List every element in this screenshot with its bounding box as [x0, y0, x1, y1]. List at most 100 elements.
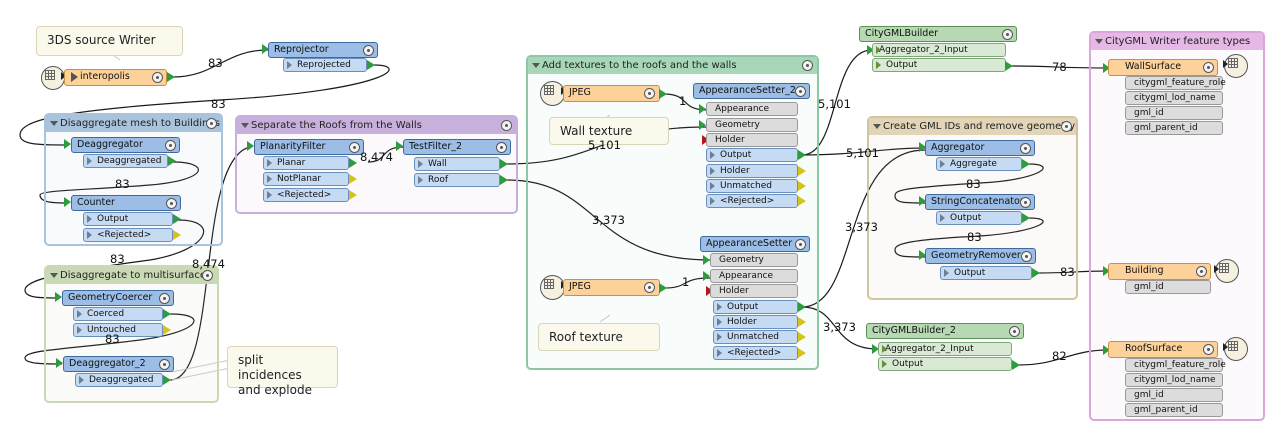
gear-icon[interactable] [802, 60, 813, 71]
annotation-roof-texture[interactable]: Roof texture [538, 323, 660, 351]
port-geometry[interactable]: Geometry [706, 118, 798, 132]
output-port-icon[interactable] [163, 309, 171, 319]
input-port-icon[interactable] [703, 271, 710, 281]
holder-input-port-icon[interactable] [706, 286, 713, 296]
holder-port-icon[interactable] [798, 166, 806, 176]
output-port-icon[interactable] [1032, 268, 1040, 278]
feature-type-building[interactable]: Building [1108, 263, 1211, 280]
output-port-icon[interactable] [163, 375, 171, 385]
transformer-aggregator[interactable]: Aggregator [925, 140, 1035, 156]
output-port-icon[interactable] [173, 214, 181, 224]
attr-gml-id[interactable]: gml_id [1125, 388, 1223, 402]
gear-icon[interactable] [1020, 143, 1031, 154]
input-port-icon[interactable] [262, 44, 269, 54]
output-port-icon[interactable] [349, 158, 357, 168]
output-port-icon[interactable] [1022, 159, 1030, 169]
notplanar-port-icon[interactable] [349, 174, 357, 184]
gear-icon[interactable] [165, 140, 176, 151]
attr-citygml-feature-role[interactable]: citygml_feature_role [1125, 358, 1226, 372]
port-wall[interactable]: Wall [414, 157, 500, 171]
gear-icon[interactable] [644, 282, 655, 293]
transformer-reprojector[interactable]: Reprojector [268, 42, 378, 58]
feature-type-roofsurface[interactable]: RoofSurface [1108, 341, 1218, 358]
port-holder[interactable]: Holder [710, 284, 798, 298]
input-port-icon[interactable] [703, 255, 710, 265]
port-holder-out[interactable]: Holder [706, 164, 798, 178]
port-output[interactable]: Output [936, 211, 1022, 225]
output-port-icon[interactable] [1005, 61, 1013, 71]
gear-icon[interactable] [1020, 197, 1031, 208]
annotation-wall-texture[interactable]: Wall texture [549, 117, 669, 145]
holder-input-port-icon[interactable] [702, 135, 709, 145]
gear-icon[interactable] [349, 142, 360, 153]
gear-icon[interactable] [166, 198, 177, 209]
port-rejected[interactable]: <Rejected> [263, 188, 349, 202]
attr-gml-id[interactable]: gml_id [1125, 280, 1211, 294]
port-aggregate[interactable]: Aggregate [936, 157, 1022, 171]
reader-interopolis[interactable]: interopolis [64, 69, 167, 86]
input-port-icon[interactable] [699, 120, 706, 130]
input-port-icon[interactable] [919, 250, 926, 260]
input-port-icon[interactable] [396, 141, 403, 151]
input-port-icon[interactable] [1103, 345, 1110, 355]
port-aggregator-2-input[interactable]: Aggregator_2_Input [878, 342, 1012, 356]
transformer-citygml-builder[interactable]: CityGMLBuilder [859, 26, 1017, 42]
input-port-icon[interactable] [867, 45, 874, 55]
transformer-geometry-remover[interactable]: GeometryRemover [925, 248, 1036, 264]
gear-icon[interactable] [363, 45, 374, 56]
input-port-icon[interactable] [247, 141, 254, 151]
port-roof[interactable]: Roof [414, 173, 500, 187]
port-rejected[interactable]: <Rejected> [706, 194, 798, 208]
attr-gml-parent-id[interactable]: gml_parent_id [1125, 121, 1223, 135]
unmatched-port-icon[interactable] [798, 181, 806, 191]
port-output[interactable]: Output [83, 212, 173, 226]
transformer-counter[interactable]: Counter [71, 195, 181, 211]
unmatched-port-icon[interactable] [798, 332, 806, 342]
gear-icon[interactable] [496, 142, 507, 153]
rejected-port-icon[interactable] [349, 190, 357, 200]
port-deaggregated[interactable]: Deaggregated [83, 154, 168, 168]
feature-type-wallsurface[interactable]: WallSurface [1108, 59, 1218, 76]
port-reprojected[interactable]: Reprojected [283, 58, 367, 72]
input-port-icon[interactable] [56, 358, 63, 368]
transformer-string-concatenator[interactable]: StringConcatenator [925, 194, 1035, 210]
transformer-test-filter-2[interactable]: TestFilter_2 [403, 139, 511, 155]
gear-icon[interactable] [501, 120, 512, 131]
gear-icon[interactable] [1196, 266, 1207, 277]
gear-icon[interactable] [1203, 344, 1214, 355]
transformer-appearance-setter-2[interactable]: AppearanceSetter_2 [693, 83, 810, 99]
transformer-planarity-filter[interactable]: PlanarityFilter [254, 139, 364, 155]
output-port-icon[interactable] [798, 302, 806, 312]
port-rejected[interactable]: <Rejected> [713, 346, 798, 360]
output-port-icon[interactable] [1012, 360, 1020, 370]
port-coerced[interactable]: Coerced [73, 307, 163, 321]
port-appearance[interactable]: Appearance [710, 269, 798, 283]
gear-icon[interactable] [1061, 121, 1072, 132]
untouched-port-icon[interactable] [163, 325, 171, 335]
annotation-source-writer[interactable]: 3DS source Writer [36, 26, 183, 56]
reader-jpeg-roof[interactable]: JPEG [563, 279, 660, 296]
gear-icon[interactable] [1002, 29, 1013, 40]
port-output[interactable]: Output [713, 300, 798, 314]
gear-icon[interactable] [159, 359, 170, 370]
transformer-appearance-setter[interactable]: AppearanceSetter [700, 236, 810, 252]
attr-gml-id[interactable]: gml_id [1125, 106, 1223, 120]
rejected-port-icon[interactable] [798, 348, 806, 358]
port-planar[interactable]: Planar [263, 156, 349, 170]
output-port-icon[interactable] [168, 156, 176, 166]
port-output[interactable]: Output [706, 148, 798, 162]
port-holder[interactable]: Holder [706, 133, 798, 147]
port-rejected[interactable]: <Rejected> [83, 228, 173, 242]
gear-icon[interactable] [1009, 326, 1020, 337]
input-port-icon[interactable] [919, 142, 926, 152]
port-untouched[interactable]: Untouched [73, 323, 163, 337]
output-port-icon[interactable] [367, 60, 375, 70]
holder-port-icon[interactable] [798, 317, 806, 327]
transformer-geometry-coercer[interactable]: GeometryCoercer [62, 290, 174, 306]
attr-citygml-lod-name[interactable]: citygml_lod_name [1125, 91, 1223, 105]
transformer-citygml-builder-2[interactable]: CityGMLBuilder_2 [866, 323, 1024, 339]
output-port-icon[interactable] [798, 150, 806, 160]
gear-icon[interactable] [1203, 62, 1214, 73]
output-port-icon[interactable] [500, 175, 508, 185]
